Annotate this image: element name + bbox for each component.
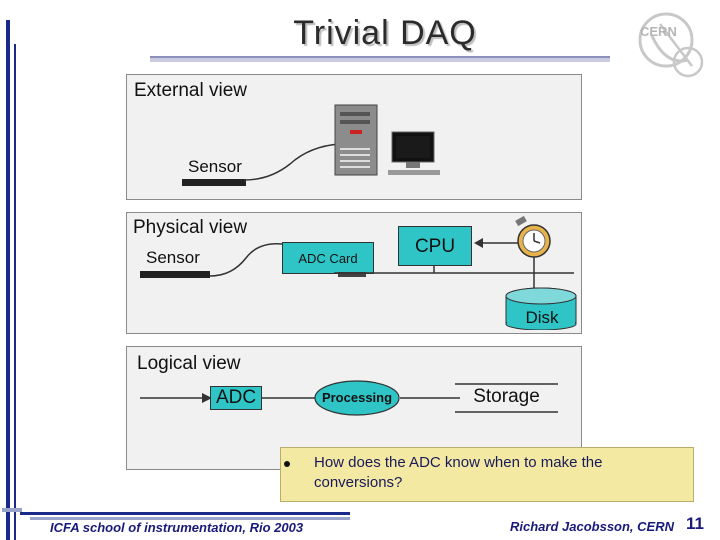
cpu-box [398,226,472,266]
physical-sensor-icon [140,271,210,278]
external-sensor-icon [182,179,246,186]
disk-label: Disk [525,308,559,327]
processing-label: Processing [321,390,393,405]
bullet-icon [284,461,290,467]
external-cable-icon [243,143,341,181]
logical-flow-lines [140,383,558,413]
cern-logo [638,12,704,78]
stopwatch-icon [515,216,551,258]
physical-view-label: Physical view [133,217,248,238]
footer-left: ICFA school of instrumentation, Rio 2003 [50,520,304,535]
page-number: 11 [686,514,704,533]
page-title: Trivial DAQ [293,14,477,52]
external-sensor-label: Sensor [188,157,242,176]
monitor-icon [388,131,440,175]
footer-author: Richard Jacobsson, CERN [510,519,674,534]
external-view-label: External view [134,80,247,101]
adc-block [210,386,262,410]
title-underline [150,56,610,62]
question-text: How does the ADC know when to make the c… [314,454,603,491]
processing-ellipse [314,380,400,416]
storage-label: Storage [473,386,540,407]
adc-card [282,242,374,274]
physical-bus-lines [334,238,574,290]
question-note [280,447,694,502]
adc-block-label: ADC [215,387,257,408]
physical-sensor-label: Sensor [146,248,200,267]
cpu-label: CPU [414,236,456,257]
footer-rule [20,512,350,520]
physical-cable-icon [209,243,283,277]
adc-card-connector-icon [338,272,366,277]
logical-view-label: Logical view [137,353,241,374]
adc-card-label: ADC Card [298,251,358,266]
cern-logo-text: CERN [640,24,677,39]
disk-icon [505,287,577,330]
computer-tower-icon [334,104,378,176]
left-decor-bars [2,20,22,540]
